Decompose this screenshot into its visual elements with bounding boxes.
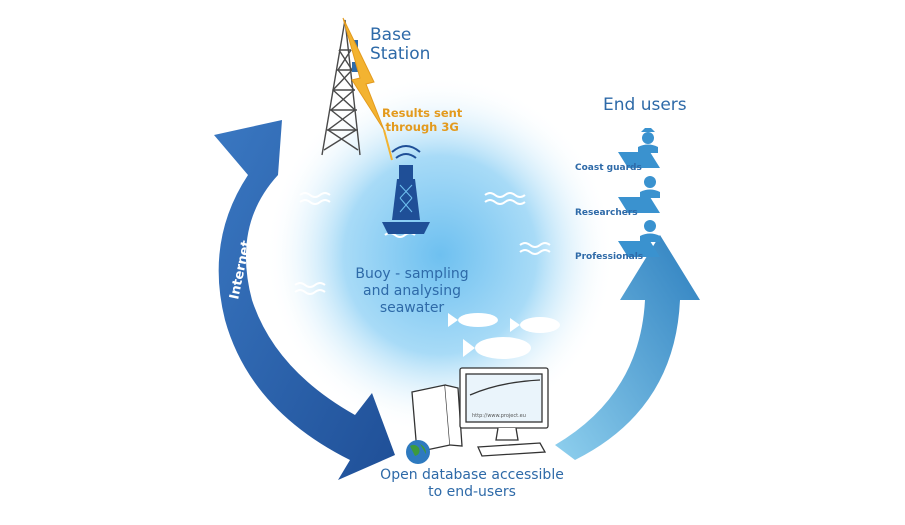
- buoy-icon: [382, 145, 430, 234]
- database-url: http://www.project.eu: [472, 413, 526, 419]
- base-station-line2: Station: [370, 44, 431, 64]
- buoy-label: Buoy - sampling and analysing seawater: [346, 266, 478, 317]
- internet-arrow: [214, 120, 395, 480]
- base-station-label: Base Station: [370, 26, 430, 64]
- professionals-label: Professionals: [575, 252, 644, 262]
- base-station-line1: Base: [370, 25, 412, 45]
- globe-land: [410, 444, 426, 456]
- transmission-label: Results sent through 3G: [382, 106, 462, 134]
- coast-guard-icon: [618, 128, 660, 168]
- end-users-title: End users: [603, 95, 687, 115]
- signal-line: [383, 129, 393, 161]
- buoy-line1: Buoy - sampling: [355, 266, 469, 282]
- researcher-icon: [618, 176, 660, 213]
- computer-icon: [411, 367, 549, 457]
- professional-icon: [618, 220, 660, 257]
- buoy-line3: seawater: [379, 300, 445, 316]
- transmission-line1: Results sent: [382, 106, 463, 120]
- database-line1: Open database accessible: [380, 467, 564, 483]
- fish-icon: [448, 313, 560, 359]
- database-label: Open database accessible to end-users: [372, 467, 572, 501]
- transmission-line2: through 3G: [385, 120, 459, 134]
- database-line2: to end-users: [428, 484, 516, 500]
- buoy-line2: and analysing: [363, 283, 461, 299]
- researchers-label: Researchers: [575, 208, 638, 218]
- coast-guards-label: Coast guards: [575, 163, 642, 173]
- end-users-arrow: [555, 235, 700, 460]
- base-station-tower-icon: [321, 19, 361, 156]
